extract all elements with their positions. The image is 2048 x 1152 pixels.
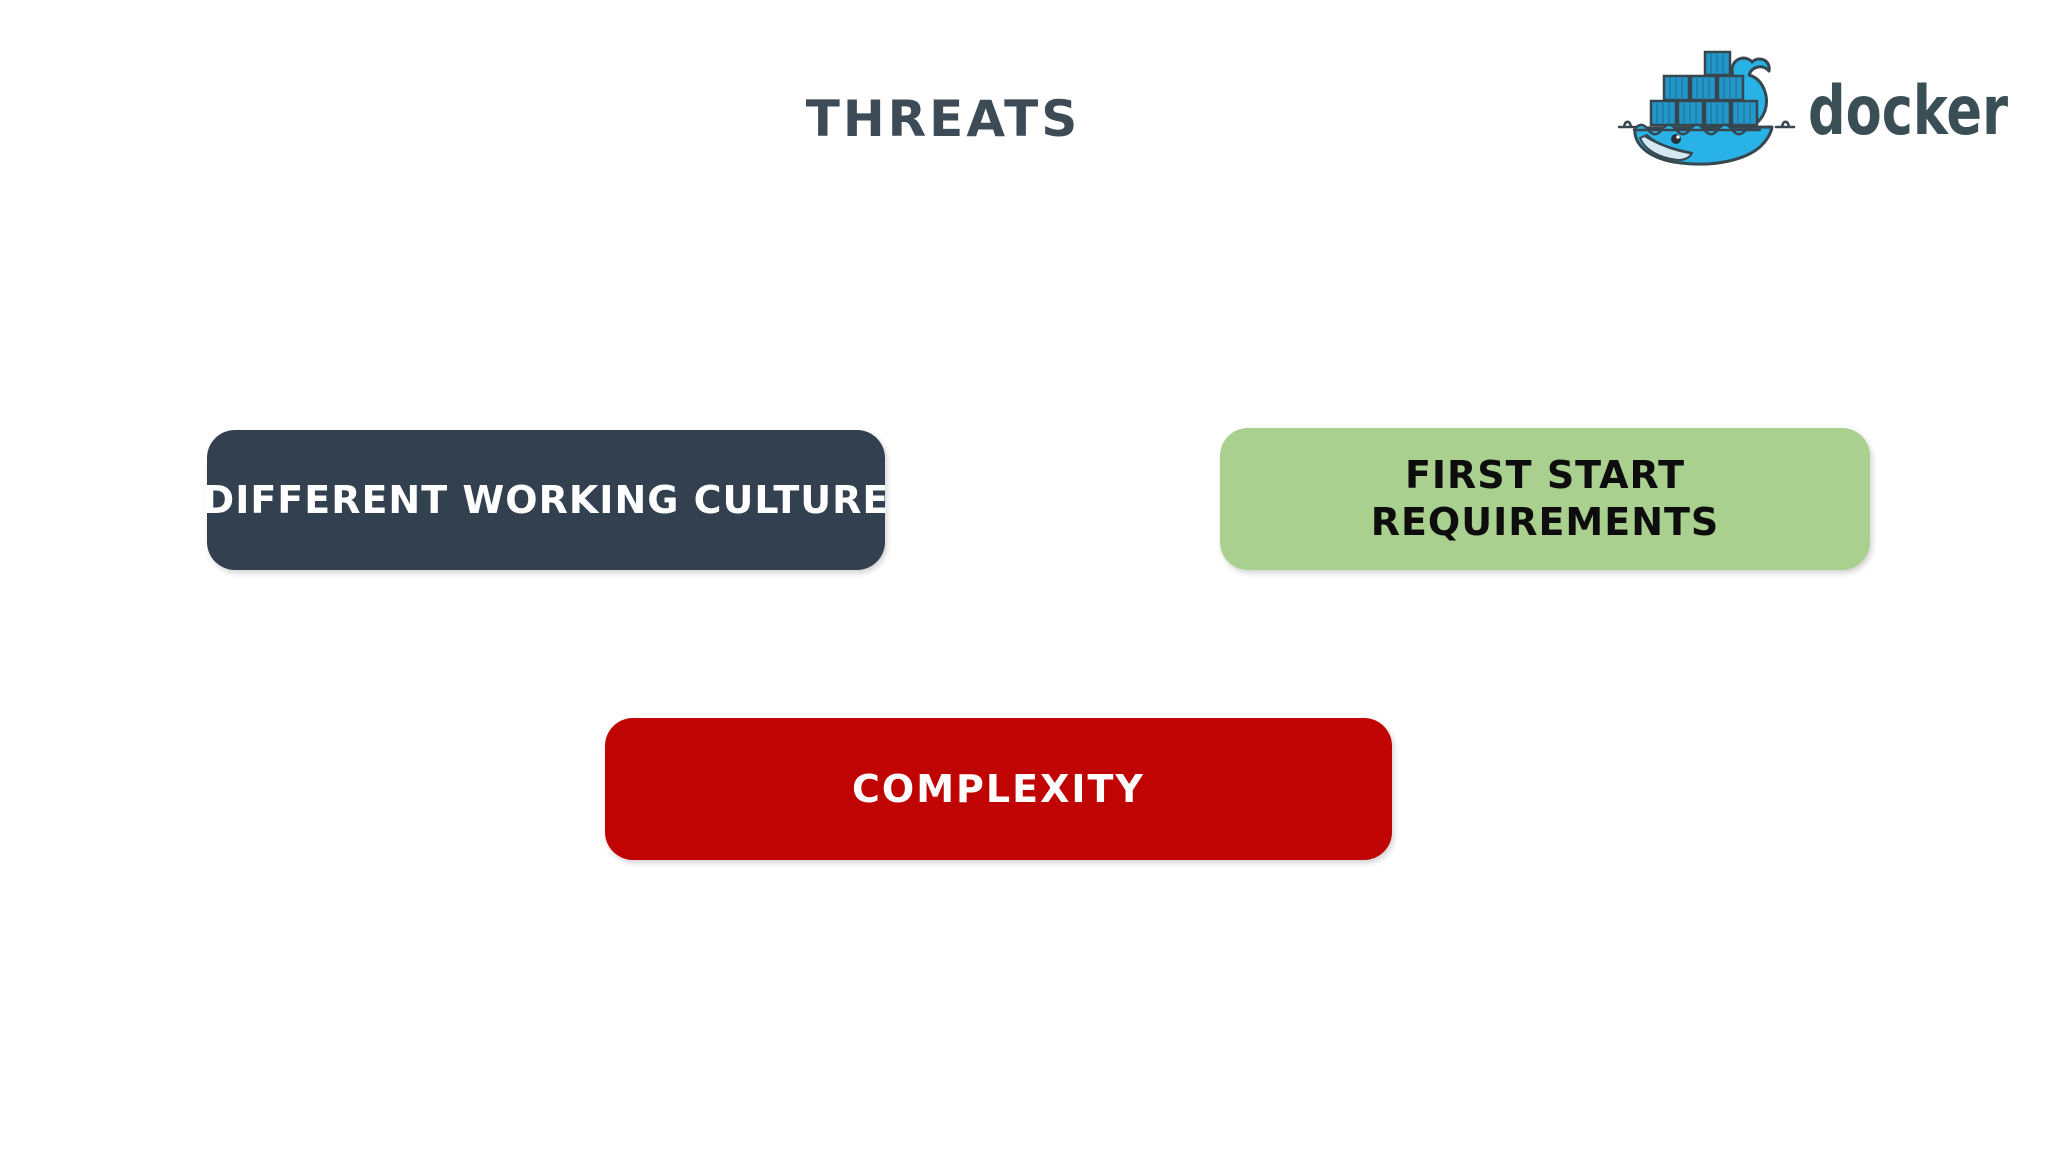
threat-box-label-line2: REQUIREMENTS <box>1370 500 1720 544</box>
docker-logo: docker <box>1617 50 2014 172</box>
docker-wordmark: docker <box>1808 72 2008 151</box>
threat-box-label: COMPLEXITY <box>852 767 1145 811</box>
page-title: THREATS <box>805 90 1081 148</box>
threat-box-first-start-requirements: FIRST START REQUIREMENTS <box>1220 428 1870 570</box>
threat-box-label-line1: FIRST START <box>1404 452 1686 497</box>
docker-whale-icon: docker <box>1617 50 2008 166</box>
threat-box-complexity: COMPLEXITY <box>605 718 1392 860</box>
threat-box-label: DIFFERENT WORKING CULTURE <box>202 478 890 522</box>
threat-box-different-working-culture: DIFFERENT WORKING CULTURE <box>203 430 888 570</box>
